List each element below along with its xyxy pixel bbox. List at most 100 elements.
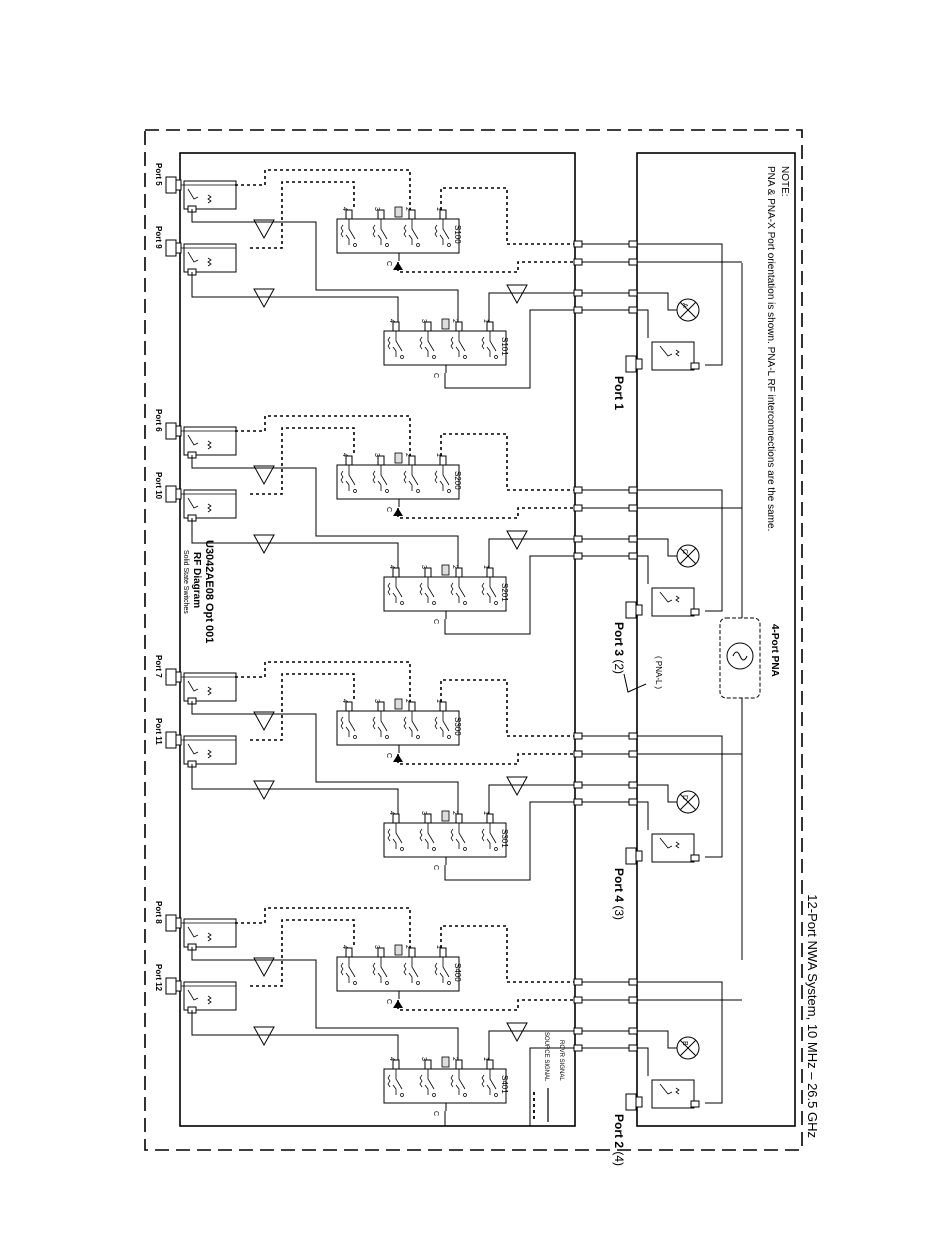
coupler-box	[183, 489, 237, 519]
switch-node-icon	[385, 243, 389, 247]
switch-position-label: 1	[482, 319, 489, 323]
switch-position-label: 3	[420, 565, 427, 569]
port-connector-icon	[175, 179, 182, 191]
switch-body	[336, 218, 460, 254]
switch-port-connector	[408, 701, 416, 712]
resistor-icon	[340, 962, 344, 976]
connector-icon	[628, 552, 638, 560]
pna-port-connector-icon	[635, 358, 643, 370]
switch-common-label: C	[385, 753, 392, 758]
switch-term-icon	[394, 698, 403, 710]
resistor-icon	[434, 962, 438, 976]
pna-coupler-icon	[659, 1083, 680, 1095]
switch-position-label: 1	[435, 453, 442, 457]
source-path	[235, 169, 411, 210]
switch-node-icon	[494, 355, 498, 359]
switch-port-connector	[392, 813, 400, 824]
test-port: Port 12	[154, 964, 237, 1014]
port-label: Port 11	[154, 718, 163, 745]
switch-port-connector	[439, 947, 447, 958]
amplifier-icon	[253, 711, 275, 732]
connector-icon	[628, 240, 638, 248]
pna-port-connector-icon	[625, 1093, 637, 1111]
amplifier-icon	[506, 1022, 528, 1043]
switch-position-label: 1	[435, 207, 442, 211]
switch-port-connector	[486, 321, 494, 332]
switch-position-label: 3	[420, 1057, 427, 1061]
rcvr-path	[488, 784, 578, 814]
connector-icon	[628, 258, 638, 266]
mixer-cross-icon	[679, 547, 697, 565]
switch-term-icon	[394, 944, 403, 956]
pna-l-arrow	[623, 673, 647, 693]
switch-contact-icon	[377, 219, 388, 245]
rcvr-path	[191, 209, 459, 322]
switch-contact-icon	[345, 465, 356, 491]
switch-port-connector	[392, 321, 400, 332]
switch-contact-icon	[377, 711, 388, 737]
switch-common-arrow-icon	[393, 754, 403, 762]
switch-position-label: 3	[373, 453, 380, 457]
test-set-caption: Solid State Switches	[182, 550, 189, 614]
test-set-box	[179, 152, 576, 1127]
connector-icon	[573, 289, 583, 297]
connector-icon	[628, 798, 638, 806]
rcvr-path	[637, 555, 649, 584]
port-connector-icon	[175, 425, 182, 437]
rcvr-path	[637, 538, 677, 557]
switch-node-icon	[447, 243, 451, 247]
receiver-label: A	[681, 303, 688, 308]
source-path	[440, 679, 578, 737]
rcvr-path	[637, 1030, 677, 1049]
switch-contact-icon	[392, 1069, 403, 1095]
rcvr-path	[191, 1010, 399, 1060]
switch-position-label: 1	[482, 811, 489, 815]
switch-port-connector	[345, 209, 353, 220]
pna-port-connector-icon	[625, 601, 637, 619]
switch-common-arrow-icon	[393, 1000, 403, 1008]
resistor-icon	[481, 336, 485, 350]
switch-contact-icon	[455, 331, 466, 357]
pna-port-alt-label: (3)	[612, 902, 626, 920]
switch-node-icon	[416, 243, 420, 247]
rcvr-path	[191, 272, 399, 322]
connector-icon	[573, 798, 583, 806]
pna-coupler-box	[651, 833, 695, 863]
port-connector-icon	[165, 176, 177, 194]
pna-port-connector-icon	[635, 1096, 643, 1108]
switch-node-icon	[463, 1093, 467, 1097]
resistor-icon	[419, 582, 423, 596]
resistor-icon	[434, 224, 438, 238]
connector-icon	[628, 306, 638, 314]
switch-contact-icon	[392, 577, 403, 603]
receiver-label: D	[681, 795, 688, 800]
switch-position-label: 3	[373, 207, 380, 211]
resistor-icon	[372, 962, 376, 976]
resistor-icon	[450, 336, 454, 350]
connector-icon	[628, 486, 638, 494]
connector-icon	[628, 535, 638, 543]
resistor-icon	[481, 582, 485, 596]
switch-node-icon	[463, 601, 467, 605]
port-connector-icon	[165, 668, 177, 686]
switch-term-icon	[441, 1056, 450, 1068]
switch-position-label: 4	[341, 699, 348, 703]
coupler-box	[183, 735, 237, 765]
switch-node-icon	[400, 601, 404, 605]
switch-contact-icon	[408, 957, 419, 983]
rcvr-path	[637, 243, 723, 366]
switch-contact-icon	[439, 465, 450, 491]
resistor-icon	[372, 716, 376, 730]
port-label: Port 5	[154, 163, 163, 186]
switch-body	[383, 822, 507, 858]
coupler-box	[183, 672, 237, 702]
resistor-icon	[340, 716, 344, 730]
switch-node-icon	[400, 355, 404, 359]
switch-label: S200	[453, 471, 462, 490]
switch-position-label: 3	[373, 699, 380, 703]
switch-position-label: 4	[388, 1057, 395, 1061]
